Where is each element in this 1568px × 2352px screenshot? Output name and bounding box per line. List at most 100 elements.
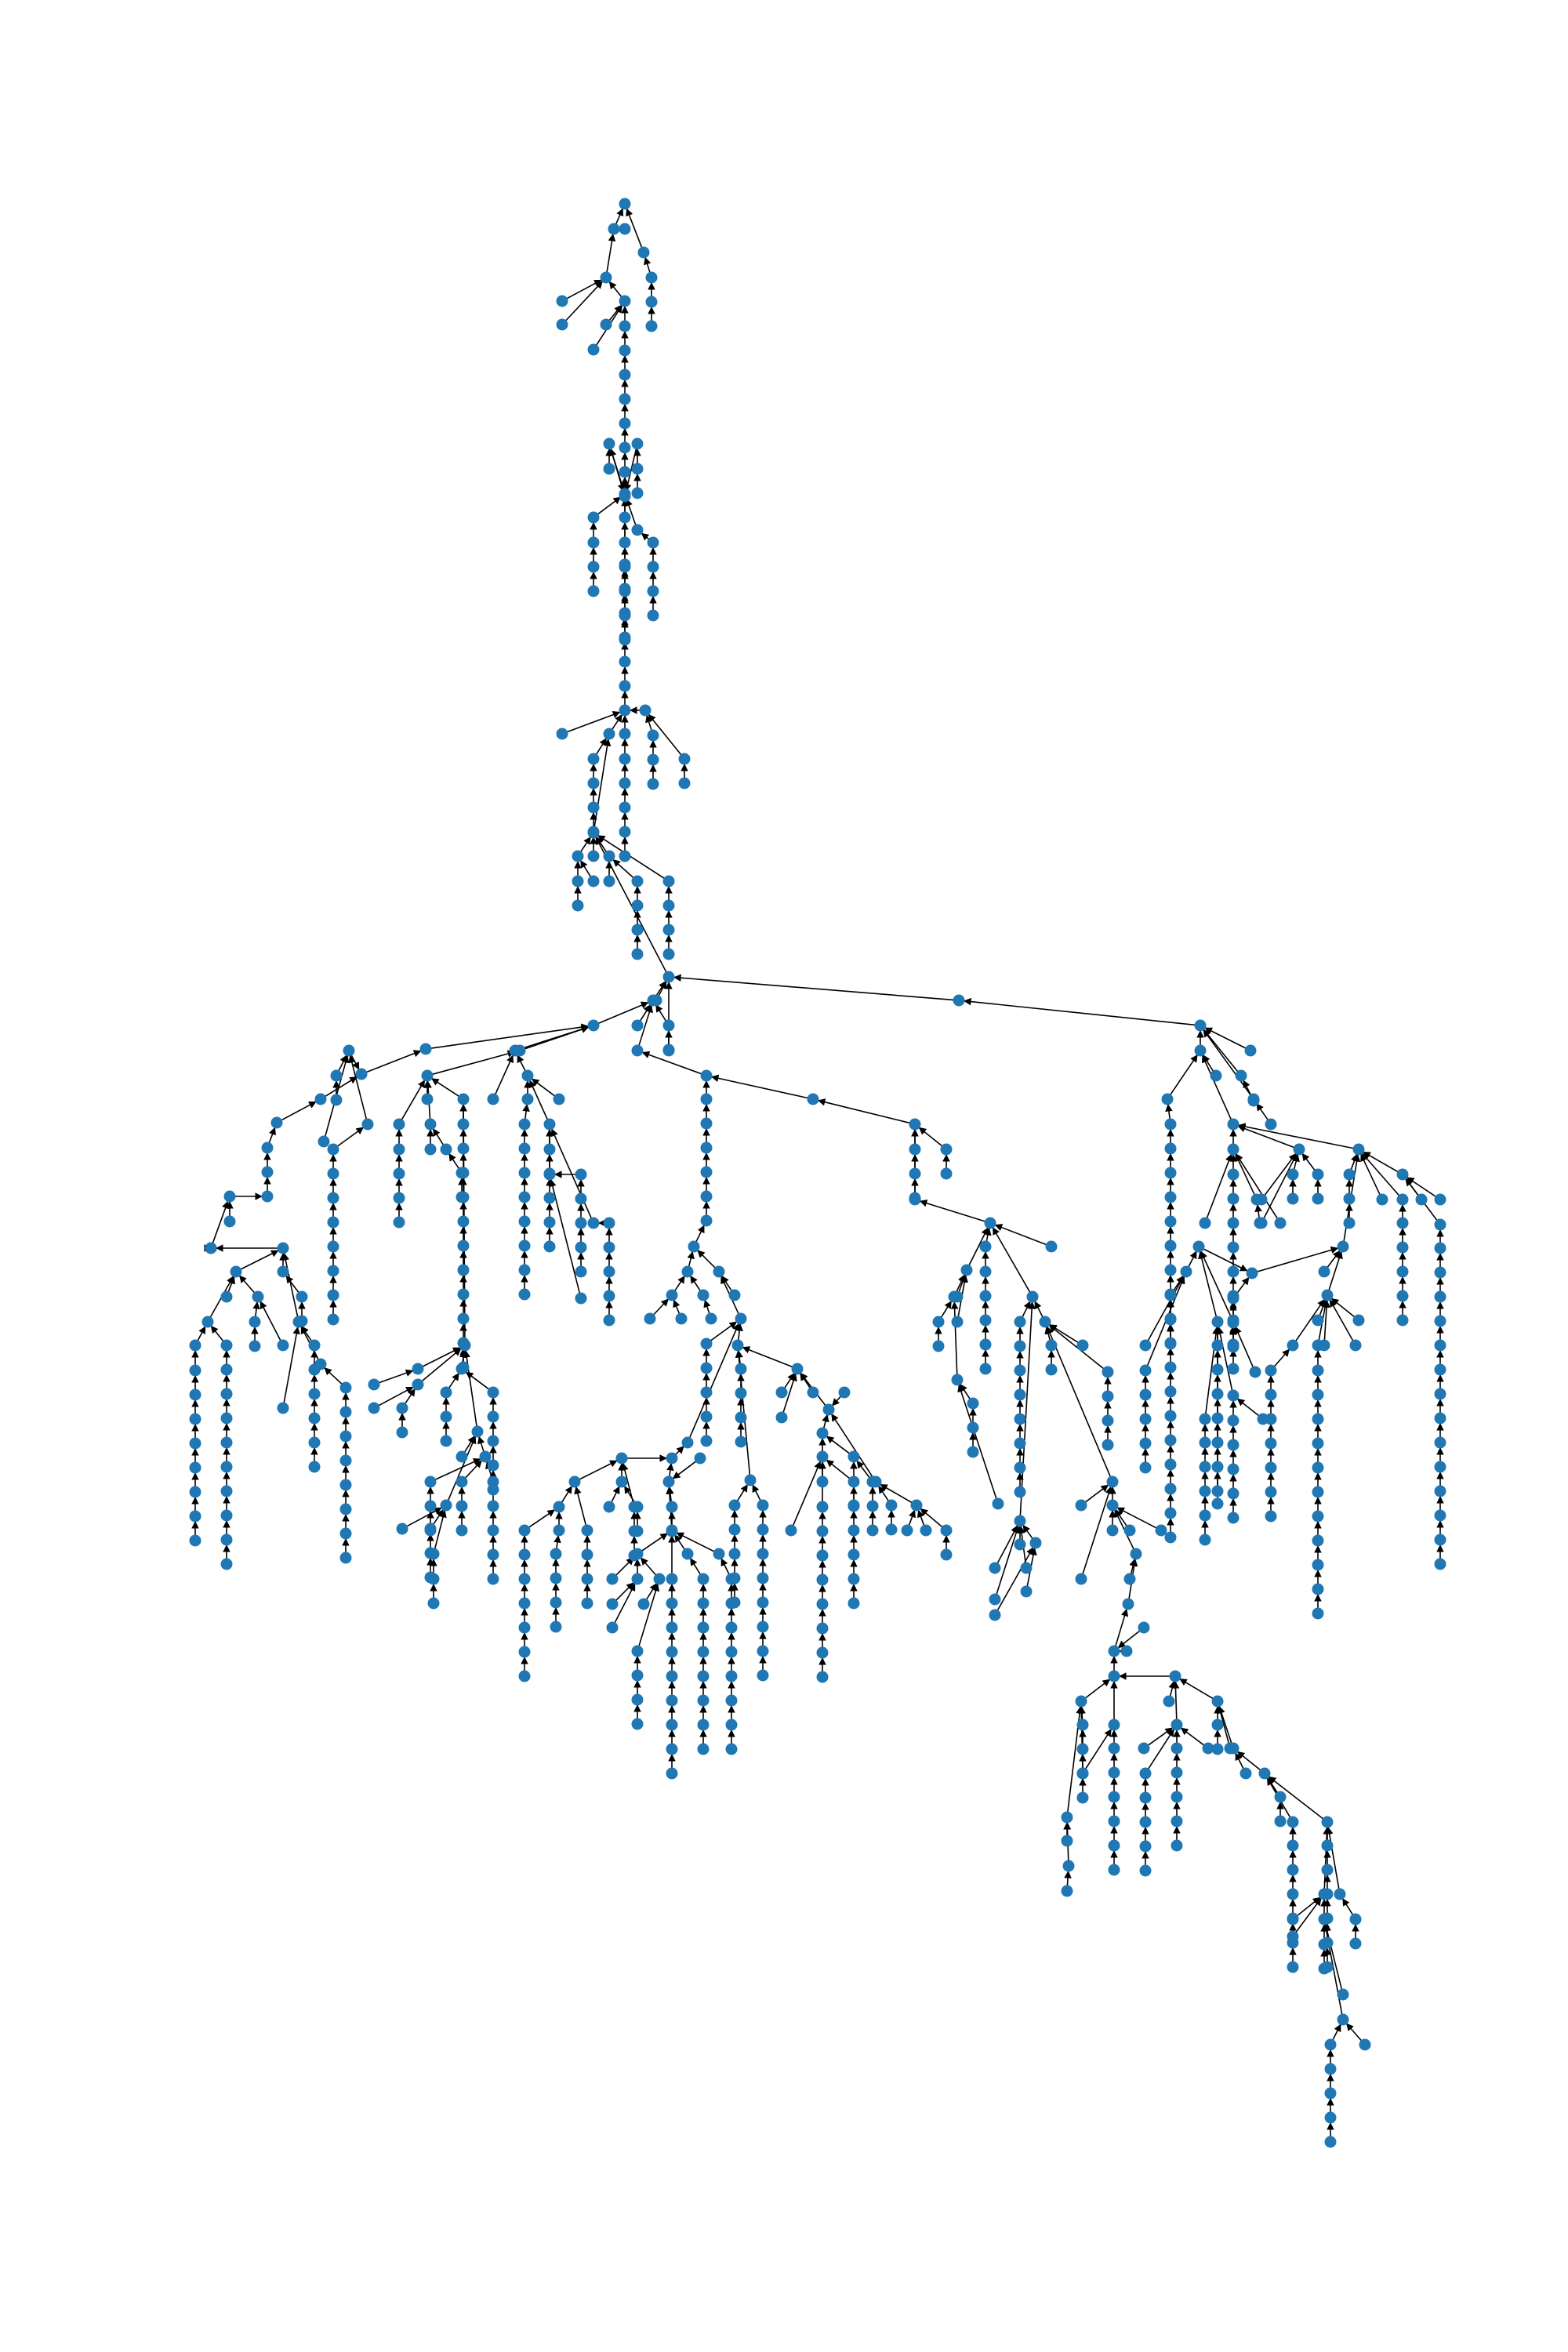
tree-node xyxy=(619,558,631,571)
tree-node xyxy=(1235,1069,1247,1082)
tree-node xyxy=(487,1548,499,1561)
tree-node xyxy=(1045,1339,1058,1352)
tree-edge xyxy=(822,1414,829,1428)
tree-node xyxy=(1199,1485,1211,1497)
tree-node xyxy=(848,1573,860,1585)
tree-node xyxy=(662,875,675,887)
tree-edge xyxy=(1236,1398,1260,1417)
tree-edge xyxy=(1168,1680,1176,1697)
tree-node xyxy=(1227,1512,1240,1524)
tree-node xyxy=(666,1524,678,1537)
tree-edge xyxy=(1257,1246,1339,1272)
tree-node xyxy=(666,1743,678,1755)
tree-node xyxy=(487,1573,499,1585)
tree-node xyxy=(967,1421,979,1434)
tree-node xyxy=(631,524,644,536)
tree-node xyxy=(1014,1461,1026,1474)
tree-edge xyxy=(832,1396,841,1406)
tree-node xyxy=(909,1193,921,1206)
tree-node xyxy=(816,1598,829,1610)
tree-node xyxy=(487,1475,499,1488)
tree-node xyxy=(1076,1719,1089,1731)
tree-node xyxy=(1434,1436,1446,1449)
tree-edge xyxy=(687,1250,695,1267)
tree-node xyxy=(1076,1767,1089,1780)
tree-node xyxy=(587,536,600,549)
tree-node xyxy=(816,1671,829,1683)
tree-edge xyxy=(968,1227,989,1266)
tree-edge xyxy=(1085,1729,1112,1769)
tree-node xyxy=(459,1339,471,1352)
tree-node xyxy=(603,1217,615,1229)
tree-edge xyxy=(1198,1250,1218,1317)
tree-node xyxy=(1108,1670,1120,1682)
tree-node xyxy=(619,223,631,235)
tree-node xyxy=(1139,1437,1152,1450)
tree-node xyxy=(1171,1719,1183,1731)
tree-node xyxy=(1020,1562,1033,1574)
tree-edge xyxy=(1329,1299,1354,1341)
tree-node xyxy=(308,1388,321,1400)
tree-edge xyxy=(648,713,682,756)
tree-node xyxy=(487,1410,499,1423)
tree-node xyxy=(1026,1290,1039,1303)
tree-node xyxy=(619,607,631,619)
tree-edge xyxy=(720,1558,730,1575)
tree-node xyxy=(979,1265,992,1278)
tree-node xyxy=(230,1265,242,1278)
tree-node xyxy=(725,1646,738,1658)
tree-node xyxy=(713,1265,725,1278)
tree-node xyxy=(457,1118,470,1131)
tree-node xyxy=(967,1446,979,1458)
tree-node xyxy=(1324,2111,1337,2124)
tree-node xyxy=(1029,1537,1042,1549)
tree-edge xyxy=(645,714,653,731)
tree-node xyxy=(396,1402,408,1414)
tree-edge xyxy=(1237,1123,1354,1149)
tree-node xyxy=(330,1094,343,1106)
tree-node xyxy=(424,1475,437,1488)
tree-node xyxy=(728,1596,741,1609)
tree-node xyxy=(816,1622,829,1635)
tree-node xyxy=(637,246,650,259)
tree-node xyxy=(1211,1436,1224,1449)
tree-node xyxy=(189,1534,201,1547)
tree-node xyxy=(700,1410,713,1423)
tree-edge xyxy=(1148,1729,1174,1769)
tree-edge xyxy=(285,1275,299,1293)
tree-node xyxy=(393,1118,405,1131)
tree-node xyxy=(1076,1791,1089,1804)
tree-edge xyxy=(379,1369,414,1384)
tree-node xyxy=(1396,1193,1409,1206)
tree-node xyxy=(440,1499,452,1512)
tree-node xyxy=(678,777,691,789)
tree-node xyxy=(456,1500,468,1512)
tree-node xyxy=(205,1242,217,1254)
tree-node xyxy=(1274,1217,1287,1229)
tree-edge xyxy=(996,1525,1020,1595)
tree-edge xyxy=(1256,1102,1269,1120)
tree-edge xyxy=(431,1078,459,1097)
tree-node xyxy=(1139,1767,1152,1780)
tree-node xyxy=(220,1509,233,1522)
tree-node xyxy=(1227,1241,1240,1254)
tree-node xyxy=(666,1621,678,1634)
tree-node xyxy=(757,1523,769,1536)
tree-node xyxy=(631,463,644,475)
tree-node xyxy=(1045,1240,1058,1253)
tree-node xyxy=(456,1450,468,1463)
tree-node xyxy=(277,1339,289,1352)
tree-node xyxy=(518,1167,531,1179)
tree-node xyxy=(252,1290,264,1303)
tree-node xyxy=(587,1217,600,1229)
tree-node xyxy=(666,1694,678,1707)
tree-node xyxy=(1255,1217,1268,1229)
tree-node xyxy=(838,1386,851,1399)
tree-node xyxy=(440,1435,452,1447)
tree-edge xyxy=(996,1547,1034,1611)
tree-node xyxy=(550,1548,562,1560)
tree-edge xyxy=(673,974,954,1001)
tree-edge xyxy=(1263,1153,1298,1219)
tree-node xyxy=(1352,1314,1365,1327)
tree-node xyxy=(1062,1860,1075,1872)
